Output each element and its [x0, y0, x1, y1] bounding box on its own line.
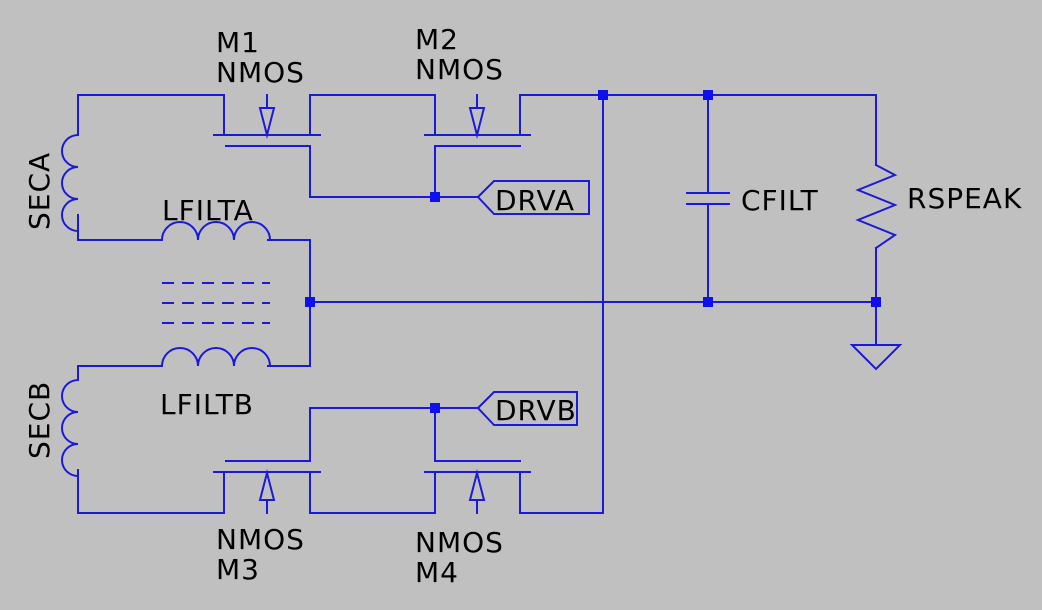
- m2-name-label: M2: [415, 23, 459, 56]
- rspeak-resistor: [855, 163, 898, 250]
- seca-inductor: [61, 133, 80, 233]
- lfiltb-inductor: [160, 347, 272, 368]
- core-coupling-lines: [162, 282, 270, 324]
- m1-transistor: [213, 94, 321, 139]
- m1-name-label: M1: [216, 26, 260, 59]
- m4-name-label: M4: [415, 556, 459, 589]
- m1-type-label: NMOS: [216, 56, 305, 89]
- m3-name-label: M3: [216, 553, 260, 586]
- m2-transistor: [424, 94, 531, 139]
- m3-type-label: NMOS: [216, 523, 305, 556]
- cfilt-capacitor: [686, 192, 730, 205]
- drvb-label: DRVB: [495, 394, 577, 427]
- m2-type-label: NMOS: [415, 53, 504, 86]
- drvb-port: [476, 391, 578, 426]
- ground-icon: [849, 344, 903, 371]
- lfiltb-label: LFILTB: [160, 388, 254, 421]
- junction-dots: [305, 90, 881, 413]
- lfilta-inductor: [160, 221, 272, 242]
- secb-inductor: [61, 378, 80, 478]
- m4-type-label: NMOS: [415, 526, 504, 559]
- m4-transistor: [424, 469, 531, 514]
- m3-transistor: [213, 469, 321, 514]
- seca-label: SECA: [23, 152, 56, 230]
- drva-port: [476, 180, 590, 215]
- rspeak-label: RSPEAK: [907, 182, 1022, 215]
- wires: [77, 94, 877, 514]
- drva-label: DRVA: [495, 184, 575, 217]
- secb-label: SECB: [23, 381, 56, 459]
- lfilta-label: LFILTA: [162, 194, 254, 227]
- cfilt-label: CFILT: [741, 184, 819, 217]
